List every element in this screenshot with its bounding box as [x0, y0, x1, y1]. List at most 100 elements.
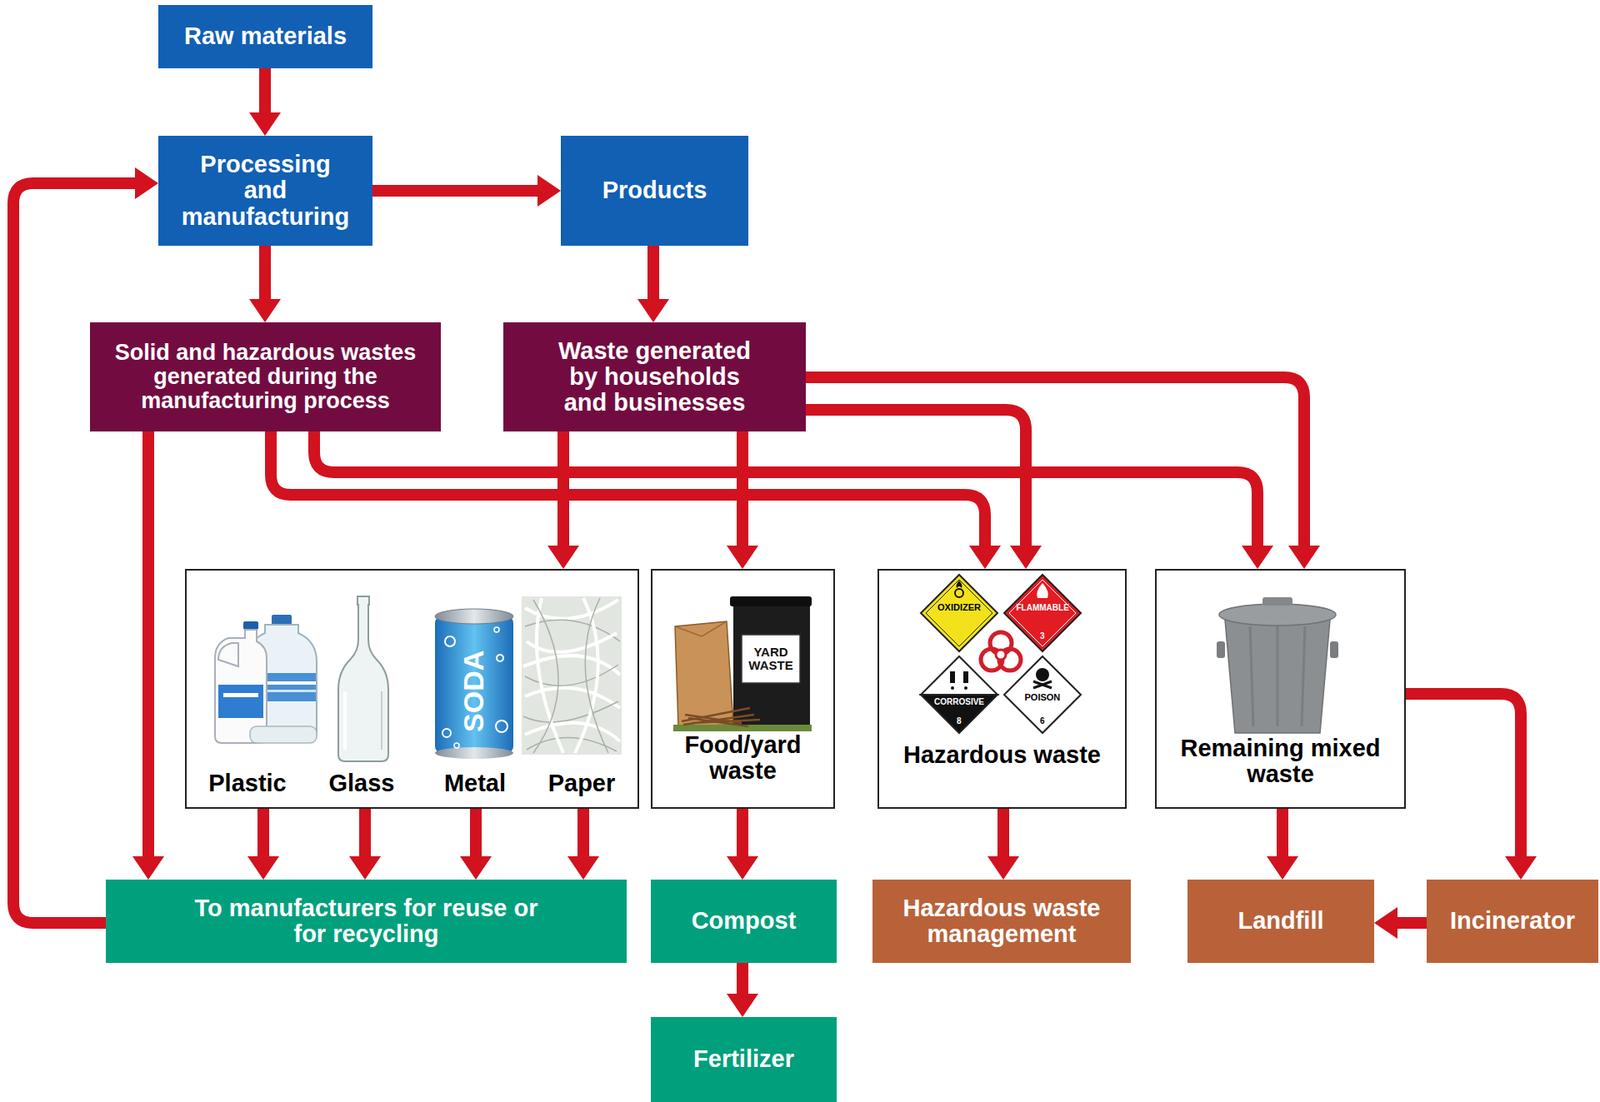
shredded-paper-picture [521, 596, 622, 755]
hazard-sign-text: FLAMMABLE [1016, 604, 1070, 614]
yard-waste-picture [681, 708, 760, 727]
flow-line [736, 963, 749, 996]
flow-arrow [637, 245, 670, 323]
flow-line [270, 431, 985, 548]
flow-line [259, 245, 271, 301]
flow-arrow [372, 175, 561, 207]
box-label: Glass [307, 770, 416, 797]
destination-box: Compost [650, 880, 837, 964]
flow-arrow [460, 809, 492, 880]
arrow-head [1241, 545, 1274, 570]
input-box: Raw materials [158, 5, 373, 69]
flow-arrow [805, 410, 1042, 570]
output-box: Products [560, 135, 749, 246]
waste-source-box: Waste generated by households and busine… [503, 322, 806, 432]
trash-can-picture [1330, 641, 1339, 659]
box-label: Plastic [193, 770, 302, 797]
can-lettering: SODA [459, 650, 490, 733]
trash-can-picture [1219, 604, 1336, 626]
trash-can-picture [1216, 597, 1339, 734]
category-box: Food/yard waste [650, 569, 835, 810]
flow-line [997, 809, 1010, 859]
flow-arrow [270, 431, 1001, 570]
hazard-class-number: 6 [1040, 717, 1045, 727]
flow-line [314, 431, 1258, 548]
hazard-class-number: 8 [956, 717, 962, 727]
flow-line [142, 431, 155, 859]
yard-waste-picture [730, 596, 812, 607]
glass-bottle-picture [343, 691, 347, 750]
arrow-head [547, 545, 580, 570]
trash-can-picture [1250, 626, 1305, 727]
soda-can-picture [495, 720, 508, 733]
shredded-paper-picture [526, 633, 617, 653]
flow-arrow [132, 431, 165, 880]
arrow-head [1010, 545, 1042, 570]
process-box: Processing and manufacturing [158, 135, 373, 246]
soda-can-picture [494, 627, 500, 633]
plastic-bottles-picture [271, 615, 292, 625]
flow-arrow [13, 167, 159, 924]
destination-box: Fertilizer [650, 1017, 837, 1102]
arrow-head [1374, 907, 1398, 940]
hazard-signs-picture [980, 632, 1021, 671]
destination-box: Incinerator [1426, 880, 1599, 964]
arrow-head [969, 545, 1001, 570]
flow-line [372, 185, 540, 197]
flow-line [736, 809, 749, 859]
flow-arrow [249, 68, 281, 136]
hazard-signs-picture [920, 656, 998, 695]
category-box: Hazardous waste [877, 569, 1127, 810]
flow-line [1276, 809, 1289, 859]
shredded-paper-picture [536, 598, 564, 754]
flow-line [1405, 694, 1521, 859]
arrow-head [726, 856, 759, 880]
arrow-head [1505, 856, 1537, 880]
box-label: Products [602, 177, 708, 204]
flow-line [259, 68, 271, 115]
hazard-signs-picture [1036, 583, 1049, 599]
destination-box: Hazardous waste management [872, 880, 1131, 964]
trash-can-picture [1262, 597, 1293, 606]
flow-line [257, 809, 270, 859]
flow-arrow [726, 963, 759, 1018]
hazard-signs-picture [955, 580, 962, 589]
yard-waste-picture [741, 635, 800, 684]
shredded-paper-picture [585, 598, 609, 754]
hazard-signs-picture [955, 589, 964, 598]
hazard-sign-text: OXIDIZER [937, 603, 981, 614]
hazard-signs-picture [950, 686, 955, 690]
flow-arrow [567, 809, 600, 880]
flow-arrow [1405, 694, 1537, 880]
soda-can-picture [454, 743, 460, 749]
arrow-head [132, 856, 165, 880]
box-label: Landfill [1237, 908, 1324, 935]
flow-line [557, 431, 570, 548]
hazard-signs-picture [964, 686, 968, 690]
category-box: Remaining mixed waste [1155, 569, 1406, 810]
shredded-paper-picture [575, 598, 599, 754]
flow-arrow [1266, 809, 1299, 880]
arrow-head [726, 994, 759, 1018]
box-label: Incinerator [1450, 908, 1575, 935]
flow-arrow [726, 809, 759, 880]
flow-line [577, 809, 590, 859]
flow-arrow [726, 431, 759, 570]
hazard-signs-picture [1033, 681, 1052, 689]
hazard-signs-picture [1004, 575, 1081, 652]
hazard-signs-picture [1009, 580, 1076, 647]
flow-arrow [349, 809, 381, 880]
soda-can-picture [435, 747, 514, 760]
flow-line [736, 431, 749, 548]
flow-line [805, 410, 1026, 548]
hazard-signs-picture [963, 671, 969, 684]
flow-line [805, 377, 1305, 548]
arrow-head [349, 856, 381, 880]
hazard-sign-text: POISON [1025, 693, 1061, 704]
soda-can-picture [435, 616, 514, 754]
arrow-head [1288, 545, 1320, 570]
flow-arrow [1374, 907, 1427, 940]
box-label: Remaining mixed waste [1160, 735, 1401, 789]
hazard-signs-picture [1035, 668, 1050, 682]
